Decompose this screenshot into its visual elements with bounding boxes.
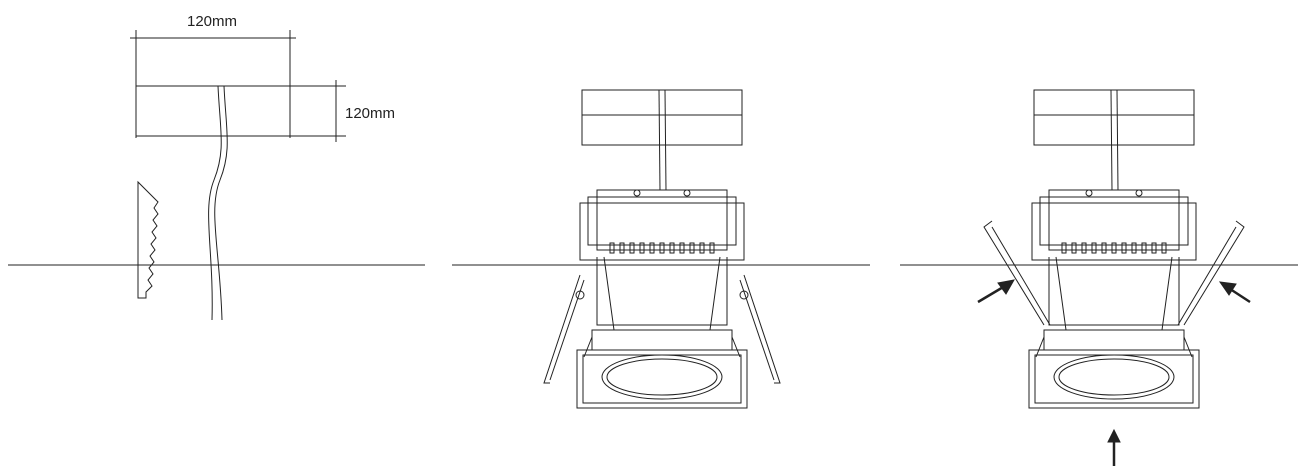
saw-blade-icon [137, 180, 159, 299]
push-arrow-right-icon [1218, 281, 1251, 304]
push-arrow-up-icon [1107, 428, 1121, 466]
fixture-drawing [543, 89, 781, 409]
panel-insert [452, 89, 870, 409]
panel-installed [900, 89, 1298, 466]
supply-wires [208, 85, 228, 321]
width-dimension: 120mm [130, 13, 296, 138]
junction-box [136, 85, 342, 137]
push-arrow-left-icon [977, 279, 1015, 304]
width-dimension-label: 120mm [187, 13, 237, 30]
height-dimension: 120mm [330, 80, 395, 142]
panel-cutout: 120mm 120mm [8, 13, 425, 321]
height-dimension-label: 120mm [345, 105, 395, 122]
fixture-drawing [983, 89, 1245, 409]
